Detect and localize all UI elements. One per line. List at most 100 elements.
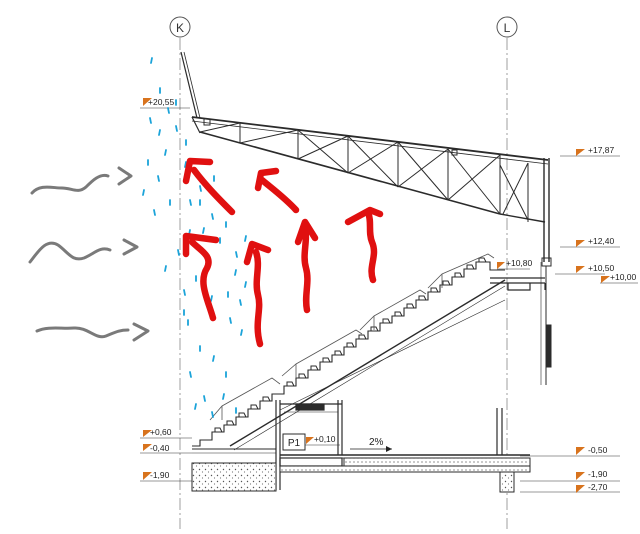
rain-drop	[177, 249, 180, 256]
seat	[334, 350, 343, 356]
rain-drop	[202, 227, 205, 234]
seat	[466, 264, 475, 270]
rain-drop	[189, 199, 192, 206]
seat	[262, 396, 271, 402]
level-marker: +0,60	[140, 427, 192, 439]
rain-drops	[142, 57, 247, 418]
wind-arrow	[30, 166, 133, 195]
level-marker: -1,90	[140, 470, 192, 482]
level-marker: -1,90	[520, 469, 620, 482]
level-value: -0,40	[150, 443, 170, 453]
rain-drop	[175, 125, 178, 132]
level-value: +20,55	[148, 97, 175, 107]
rain-drop	[203, 395, 206, 402]
rain-drop	[244, 235, 247, 242]
level-value: -1,90	[588, 469, 608, 479]
rain-drop	[184, 161, 187, 168]
rain-drop	[239, 299, 242, 306]
rain-drop	[183, 289, 186, 296]
level-value: +0,10	[314, 434, 336, 444]
wind-flow	[28, 166, 150, 342]
level-value: +10,80	[506, 258, 533, 268]
back-column	[540, 158, 552, 385]
level-value: -0,50	[588, 445, 608, 455]
level-marker: +17,87	[560, 145, 620, 157]
rain-drop	[235, 251, 238, 258]
rain-drop	[244, 281, 247, 288]
wind-arrow	[35, 322, 150, 342]
rain-drop	[211, 213, 214, 220]
level-value: +10,00	[610, 272, 637, 282]
left-level-markers: +20,55 +0,60 -0,40 -1,90	[140, 97, 192, 482]
level-value: +0,60	[150, 427, 172, 437]
updraft-arrow	[182, 232, 220, 322]
seat	[394, 311, 403, 317]
level-marker: -0,50	[520, 445, 620, 457]
seat	[322, 357, 331, 363]
wind-arrow	[28, 238, 139, 264]
rain-drop	[164, 149, 167, 156]
rain-drop	[164, 265, 167, 272]
rain-drop	[211, 411, 214, 418]
seat	[238, 412, 247, 418]
updraft-arrow	[254, 167, 300, 214]
level-marker: +10,80	[497, 258, 533, 270]
rain-drop	[153, 209, 156, 216]
seat-rows	[214, 257, 487, 433]
seat	[454, 272, 463, 278]
rain-drop	[158, 129, 161, 136]
level-marker: +10,00	[600, 272, 638, 284]
room-tag-p1: P1	[282, 433, 306, 451]
rain-drop	[234, 269, 237, 276]
seat	[370, 326, 379, 332]
level-value: +17,87	[588, 145, 615, 155]
seat	[298, 373, 307, 379]
seat	[286, 381, 295, 387]
level-value: +10,50	[588, 263, 615, 273]
rain-drop	[240, 329, 243, 336]
updraft-arrow	[344, 206, 384, 284]
level-marker: +0,10	[305, 434, 340, 446]
railings	[209, 253, 495, 421]
slope-label: 2%	[369, 437, 384, 448]
rain-drop	[150, 57, 153, 64]
seat	[406, 303, 415, 309]
rain-drop	[222, 393, 225, 400]
seat	[382, 318, 391, 324]
rain-drop	[157, 175, 160, 182]
level-marker: -0,40	[140, 443, 192, 454]
rain-drop	[212, 355, 215, 362]
right-level-markers: +17,87 +12,40 +10,50 +10,00 -0,50 -1,90	[520, 145, 638, 493]
grandstand-raker	[192, 261, 506, 451]
rain-drop	[149, 117, 152, 124]
seat	[214, 427, 223, 433]
grid-axis-k: K	[169, 16, 191, 529]
inner-level-markers: +10,80 +0,10	[305, 258, 533, 446]
seat	[358, 334, 367, 340]
room-tag-label: P1	[288, 438, 301, 449]
seat	[430, 287, 439, 293]
foundation	[191, 448, 531, 493]
grid-axis-k-label: K	[176, 21, 184, 35]
level-value: -2,70	[588, 482, 608, 492]
slope-annotation: 2%	[350, 437, 392, 452]
rain-drop	[189, 371, 192, 378]
seat	[442, 280, 451, 286]
rain-drop	[194, 403, 197, 410]
seat	[250, 404, 259, 410]
rain-drop	[142, 189, 145, 196]
level-value: -1,90	[150, 470, 170, 480]
rain-drop	[199, 185, 202, 192]
level-marker: +20,55	[140, 97, 190, 109]
roof-truss	[180, 51, 549, 223]
updraft-arrow	[182, 157, 236, 216]
seat	[346, 342, 355, 348]
updraft-arrow	[294, 218, 319, 314]
updraft-arrow	[243, 240, 272, 348]
grid-axis-l: L	[496, 16, 518, 529]
level-marker: +12,40	[560, 236, 620, 248]
rain-drop	[210, 295, 213, 302]
grid-axis-l-label: L	[504, 21, 511, 35]
